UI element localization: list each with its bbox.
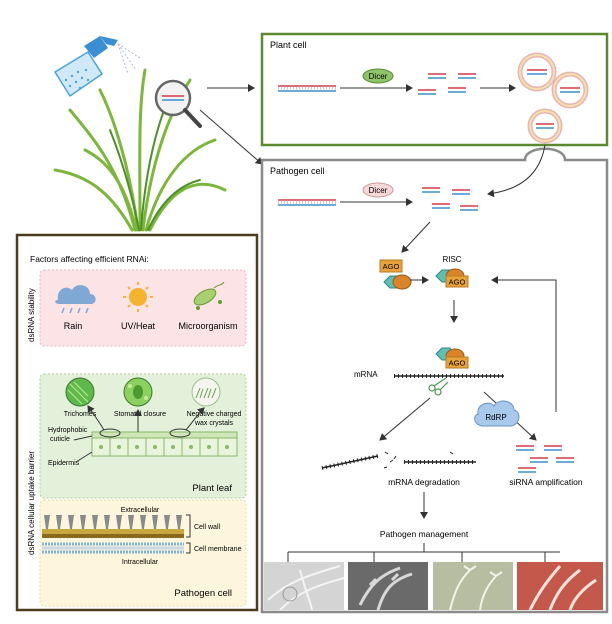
stability-panel [39, 269, 247, 347]
plant-leaf-caption: Plant leaf [192, 483, 232, 494]
svg-text:AGO: AGO [449, 359, 466, 368]
plant-dicer-enzyme: Dicer [362, 68, 394, 84]
magnifier-icon [154, 79, 202, 128]
pathogen-long-dsrna [278, 199, 336, 206]
svg-text:RdRP: RdRP [485, 413, 506, 422]
cuticle-label-line2: cuticle [50, 436, 70, 443]
stomatal-closure-label: Stomatal closure [114, 411, 166, 418]
cuticle-label-line1: Hydrophobic [48, 427, 88, 434]
plant-cell-title: Plant cell [270, 40, 307, 50]
plant-sirna-fragments [418, 73, 476, 95]
pathogen-dicer-enzyme: Dicer [362, 182, 394, 198]
leaf-epidermis [91, 428, 238, 457]
svg-text:Dicer: Dicer [369, 72, 388, 81]
degraded-mrna [321, 451, 476, 470]
pathogen-micrograph-1 [264, 562, 345, 611]
epidermis-label: Epidermis [48, 460, 80, 467]
rain-icon [55, 285, 96, 314]
cell-membrane-layer [42, 542, 184, 554]
mrna-label: mRNA [354, 370, 378, 379]
stability-item-microorganism: Microorganism [178, 321, 237, 331]
wax-label-line1: Negative charged [187, 411, 242, 418]
svg-text:Dicer: Dicer [369, 186, 388, 195]
pathogen-cell-caption: Pathogen cell [174, 588, 232, 599]
scissors-icon [428, 377, 449, 396]
svg-text:AGO: AGO [449, 278, 466, 287]
amplified-sirna [516, 445, 574, 473]
wax-crystal-icon [191, 377, 221, 407]
stability-item-rain: Rain [64, 321, 83, 331]
extracellular-label: Extracellular [121, 507, 160, 514]
pathogen-cell-box [260, 147, 609, 614]
wax-label-line2: wax crystals [194, 420, 234, 427]
cell-wall-layer [42, 515, 184, 538]
uptake-side-label: dsRNA cellular uptake barrier [27, 451, 36, 555]
stomata-icon [123, 377, 153, 407]
microorganism-icon [193, 281, 225, 310]
pathogen-cell-title: Pathogen cell [270, 166, 325, 176]
svg-text:AGO: AGO [383, 262, 400, 271]
trichome-icon [65, 377, 95, 407]
spray-bottle-icon [53, 36, 141, 98]
factors-title: Factors affecting efficient RNAi: [30, 254, 149, 264]
sun-icon [123, 282, 153, 312]
management-bracket [287, 543, 560, 562]
pathogen-management-label: Pathogen management [380, 529, 469, 539]
risc-complex: AGO [435, 268, 469, 288]
pathogen-micrograph-3 [433, 562, 513, 611]
mrna-risc-bound: AGO [435, 347, 469, 369]
plant-cell-box [260, 32, 609, 147]
trichomes-label: Trichomes [64, 411, 97, 418]
plant-vesicles [517, 52, 589, 144]
rdrp-enzyme: RdRP [474, 400, 520, 427]
pathogen-sirna-fragments [422, 187, 478, 211]
stability-item-uv-heat: UV/Heat [121, 321, 156, 331]
sirna-amplification-label: siRNA amplification [509, 477, 582, 487]
mrna-degradation-label: mRNA degradation [388, 477, 460, 487]
ago-protein: AGO [379, 259, 412, 290]
pathogen-micrograph-4 [517, 562, 603, 611]
intracellular-label: Intracellular [122, 559, 159, 566]
stability-side-label: dsRNA stability [27, 288, 36, 342]
plant-illustration [53, 68, 227, 232]
risc-label: RISC [442, 255, 461, 264]
plant-long-dsrna [278, 85, 336, 92]
pathogen-micrograph-2 [348, 562, 428, 611]
cell-membrane-label: Cell membrane [194, 546, 242, 553]
cell-wall-label: Cell wall [194, 524, 221, 531]
